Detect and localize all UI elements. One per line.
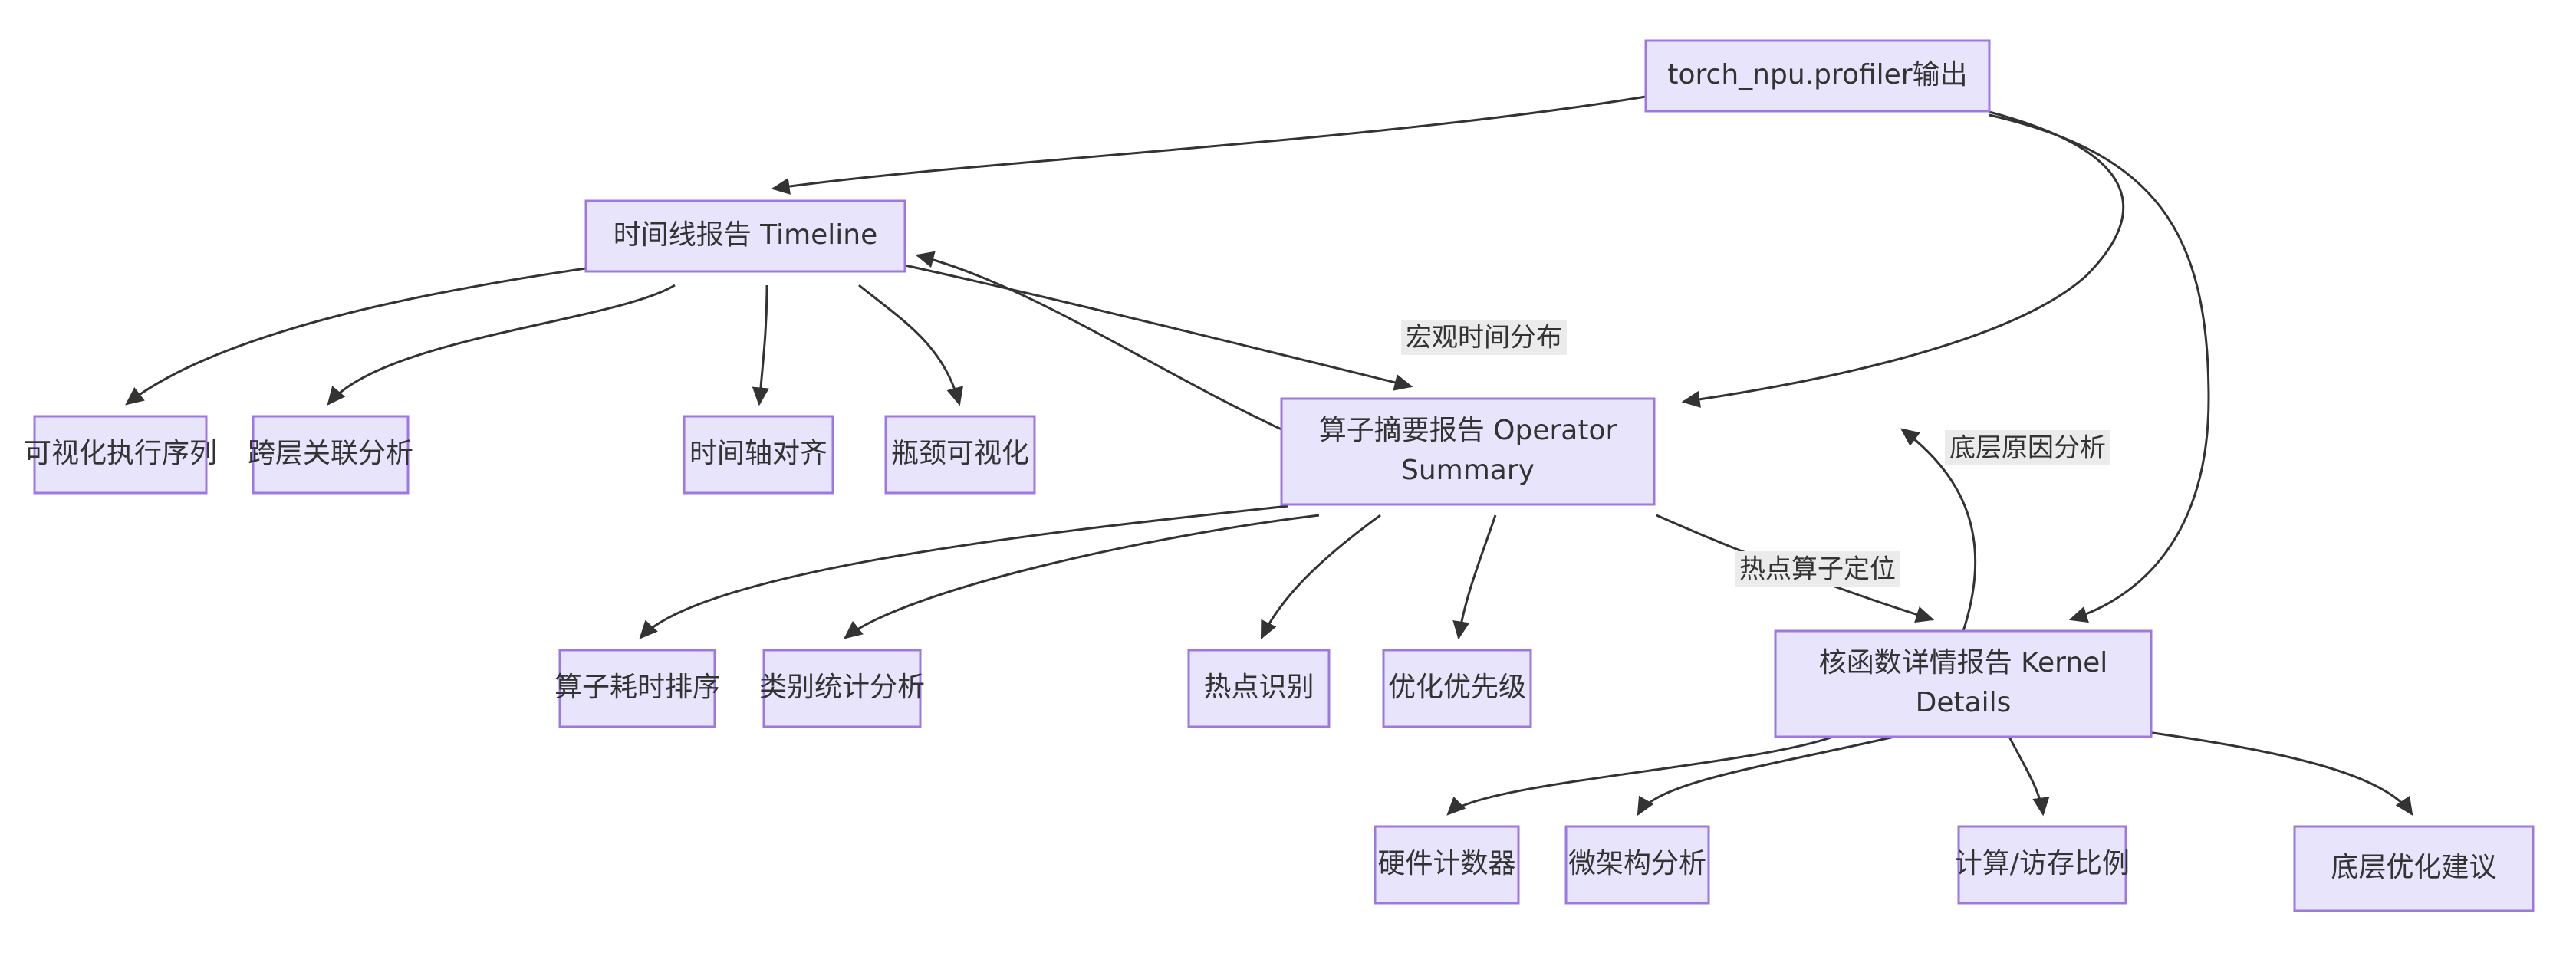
node-tl_1[interactable]: 可视化执行序列 — [24, 415, 217, 495]
node-label-op_summary: Summary — [1401, 455, 1535, 486]
edge-root-to-kernel_details — [1989, 113, 2210, 623]
edge-timeline-to-tl_1 — [125, 267, 587, 406]
node-box-kd_4[interactable] — [2293, 825, 2535, 912]
node-label-tl_2: 跨层关联分析 — [248, 438, 413, 469]
node-box-timeline[interactable] — [584, 199, 906, 273]
edge-label-text: 宏观时间分布 — [1406, 323, 1562, 353]
node-root[interactable]: torch_npu.profiler输出 — [1644, 39, 1991, 113]
node-label-kd_1: 硬件计数器 — [1377, 848, 1515, 879]
node-box-op_2[interactable] — [762, 649, 922, 728]
node-kd_3[interactable]: 计算/访存比例 — [1955, 825, 2130, 905]
edge-kernel_details-to-op_summary — [1900, 428, 1977, 632]
node-label-op_4: 优化优先级 — [1388, 672, 1526, 703]
node-box-tl_3[interactable] — [683, 415, 834, 495]
node-box-kernel_details[interactable] — [1774, 629, 2153, 738]
node-label-tl_1: 可视化执行序列 — [24, 438, 217, 469]
node-tl_2[interactable]: 跨层关联分析 — [248, 415, 413, 495]
edge-kernel_details-to-kd_3 — [2008, 736, 2050, 817]
node-op_3[interactable]: 热点识别 — [1187, 649, 1331, 728]
node-op_2[interactable]: 类别统计分析 — [759, 649, 925, 728]
node-box-kd_2[interactable] — [1564, 825, 1710, 905]
node-kd_4[interactable]: 底层优化建议 — [2293, 825, 2535, 912]
node-label-op_1: 算子耗时排序 — [554, 672, 720, 703]
edge-kernel_details-to-kd_1 — [1446, 735, 1834, 816]
node-box-tl_2[interactable] — [252, 415, 410, 495]
node-label-kd_3: 计算/访存比例 — [1955, 848, 2130, 879]
node-box-op_1[interactable] — [558, 649, 716, 728]
edge-label-kernel_details-to-op_summary: 底层原因分析 — [1945, 430, 2110, 465]
node-box-op_4[interactable] — [1382, 649, 1532, 728]
node-label-op_summary: 算子摘要报告 Operator — [1319, 415, 1617, 446]
node-kd_1[interactable]: 硬件计数器 — [1374, 825, 1520, 905]
node-box-root[interactable] — [1644, 39, 1991, 113]
node-op_4[interactable]: 优化优先级 — [1382, 649, 1532, 728]
edge-timeline-to-tl_2 — [327, 284, 676, 406]
edge-label-background — [1945, 430, 2110, 465]
edge-label-timeline-to-op_summary: 宏观时间分布 — [1401, 320, 1567, 355]
edge-op_summary-to-op_1 — [639, 504, 1289, 639]
node-box-op_3[interactable] — [1187, 649, 1331, 728]
node-label-kd_2: 微架构分析 — [1568, 848, 1706, 879]
edge-op_summary-to-op_4 — [1452, 514, 1497, 640]
node-box-kd_3[interactable] — [1957, 825, 2127, 905]
node-label-kernel_details: Details — [1916, 687, 2012, 718]
node-label-op_3: 热点识别 — [1203, 672, 1314, 703]
edge-root-to-timeline — [771, 95, 1647, 195]
node-label-root: torch_npu.profiler输出 — [1667, 59, 1967, 90]
node-tl_3[interactable]: 时间轴对齐 — [683, 415, 834, 495]
edge-kernel_details-to-kd_2 — [1637, 735, 1895, 817]
node-timeline[interactable]: 时间线报告 Timeline — [584, 199, 906, 273]
edge-op_summary-to-op_3 — [1260, 514, 1381, 640]
node-label-op_2: 类别统计分析 — [759, 672, 925, 703]
edge-label-op_summary-to-kernel_details: 热点算子定位 — [1735, 551, 1900, 587]
edge-timeline-to-tl_4 — [858, 284, 964, 406]
node-tl_4[interactable]: 瓶颈可视化 — [884, 415, 1036, 495]
edge-label-text: 底层原因分析 — [1949, 433, 2106, 464]
edge-label-text: 热点算子定位 — [1739, 554, 1896, 585]
node-kd_2[interactable]: 微架构分析 — [1564, 825, 1710, 905]
node-label-kernel_details: 核函数详情报告 Kernel — [1819, 647, 2108, 679]
edge-timeline-to-tl_3 — [752, 284, 769, 406]
node-label-timeline: 时间线报告 Timeline — [614, 219, 878, 251]
edge-label-background — [1735, 551, 1900, 587]
edge-label-background — [1401, 320, 1567, 355]
node-op_1[interactable]: 算子耗时排序 — [554, 649, 720, 728]
edge-op_summary-to-op_2 — [844, 514, 1320, 639]
edge-root-to-op_summary — [1681, 110, 2125, 408]
edge-op_summary-to-timeline — [915, 251, 1282, 431]
node-box-kd_1[interactable] — [1374, 825, 1520, 905]
node-box-tl_4[interactable] — [884, 415, 1036, 495]
node-label-tl_3: 时间轴对齐 — [689, 438, 827, 469]
node-label-tl_4: 瓶颈可视化 — [891, 438, 1029, 469]
node-box-op_summary[interactable] — [1280, 397, 1656, 506]
node-box-tl_1[interactable] — [33, 415, 208, 495]
edge-kernel_details-to-kd_4 — [2147, 731, 2413, 816]
node-label-kd_4: 底层优化建议 — [2331, 852, 2496, 883]
edge-timeline-to-op_summary — [904, 264, 1413, 391]
